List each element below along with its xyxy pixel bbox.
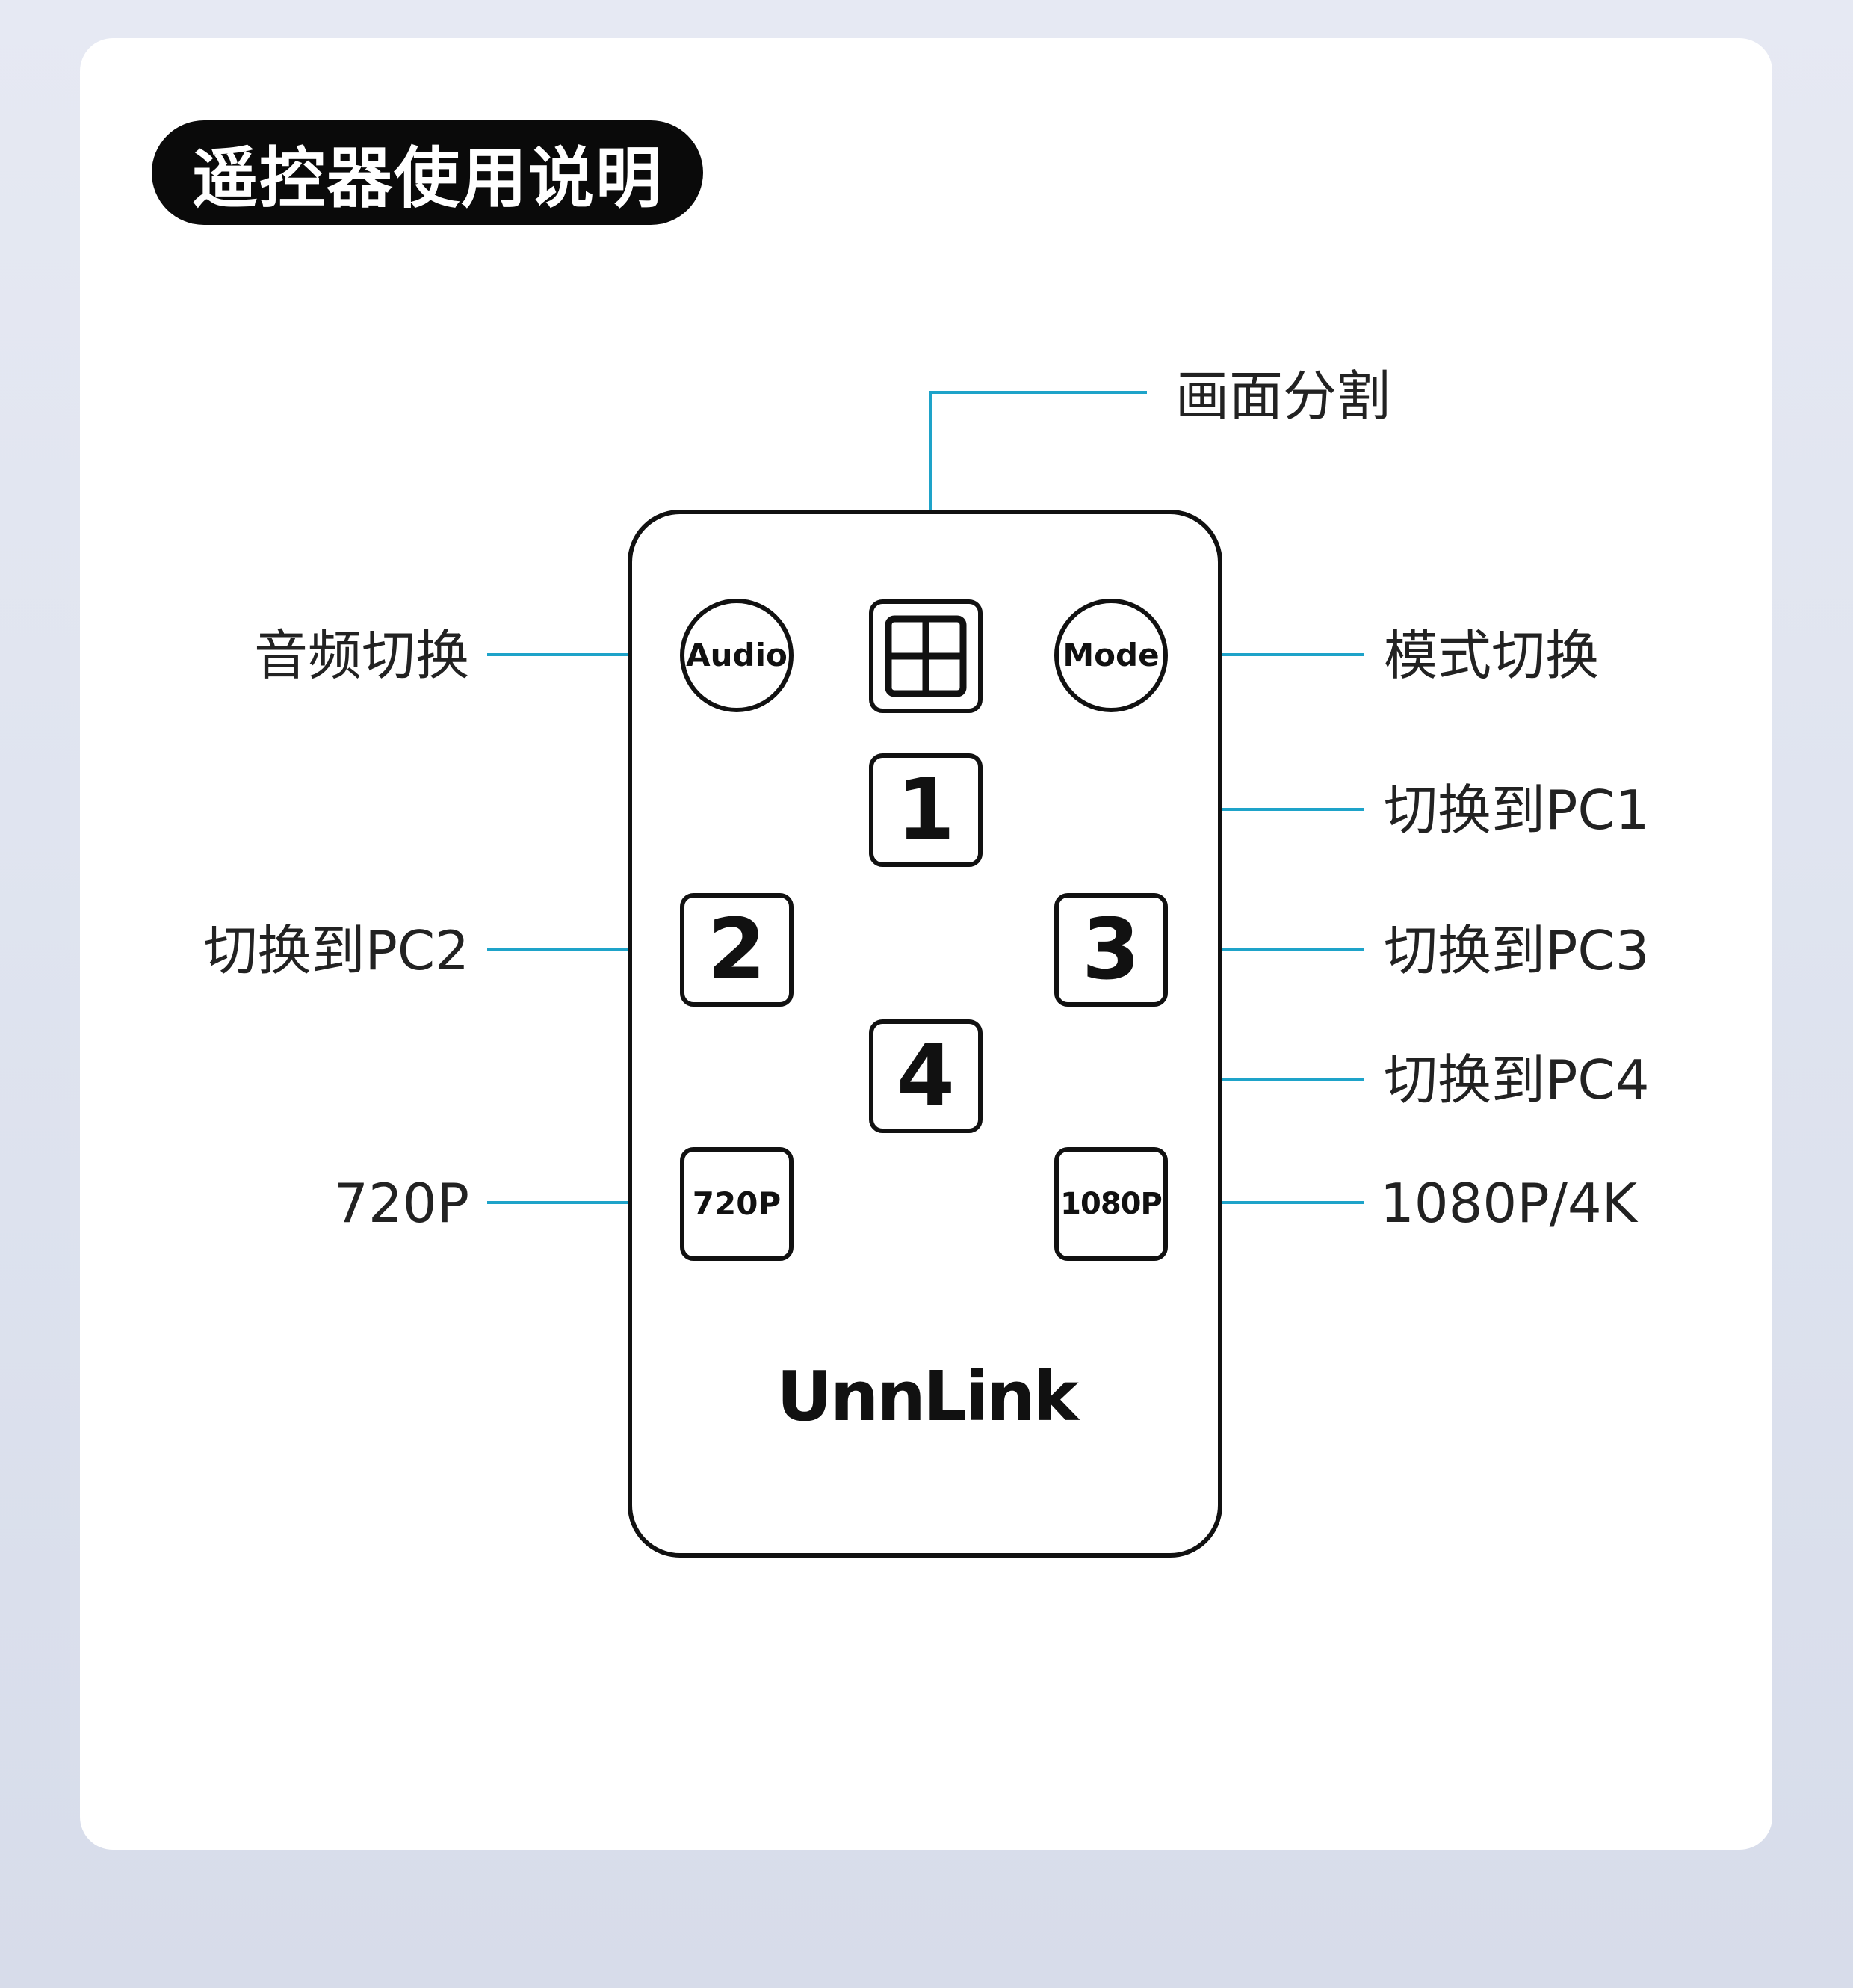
720p-button-label: 720P	[692, 1185, 782, 1222]
mode-button-label: Mode	[1062, 637, 1160, 673]
1080p-button[interactable]: 1080P	[1054, 1147, 1168, 1261]
pc4-button[interactable]: 4	[869, 1019, 983, 1133]
pc1-button-label: 1	[897, 762, 955, 859]
callout-pc1: 切换到PC1	[1384, 779, 1650, 842]
callout-mode: 模式切换	[1384, 624, 1600, 687]
callout-pc2: 切换到PC2	[203, 919, 469, 982]
split-screen-button[interactable]	[869, 599, 983, 713]
brand-logo: UnnLink	[776, 1356, 1079, 1436]
pc1-button[interactable]: 1	[869, 753, 983, 867]
audio-button-label: Audio	[686, 637, 788, 673]
callout-pc4: 切换到PC4	[1384, 1049, 1650, 1111]
pc3-button[interactable]: 3	[1054, 893, 1168, 1007]
callout-720p: 720P	[334, 1172, 469, 1235]
720p-button[interactable]: 720P	[680, 1147, 794, 1261]
pc4-button-label: 4	[897, 1028, 955, 1125]
callout-1080p: 1080P/4K	[1380, 1172, 1637, 1235]
split-screen-icon	[885, 615, 967, 697]
callout-split: 画面分割	[1175, 365, 1391, 427]
audio-button[interactable]: Audio	[680, 599, 794, 712]
title-pill: 遥控器使用说明	[152, 120, 703, 225]
callout-audio: 音频切换	[253, 624, 469, 687]
mode-button[interactable]: Mode	[1054, 599, 1168, 712]
1080p-button-label: 1080P	[1060, 1187, 1163, 1221]
pc3-button-label: 3	[1082, 901, 1140, 998]
callout-pc3: 切换到PC3	[1384, 919, 1650, 982]
pc2-button[interactable]: 2	[680, 893, 794, 1007]
page-title: 遥控器使用说明	[191, 139, 663, 217]
pc2-button-label: 2	[708, 901, 766, 998]
